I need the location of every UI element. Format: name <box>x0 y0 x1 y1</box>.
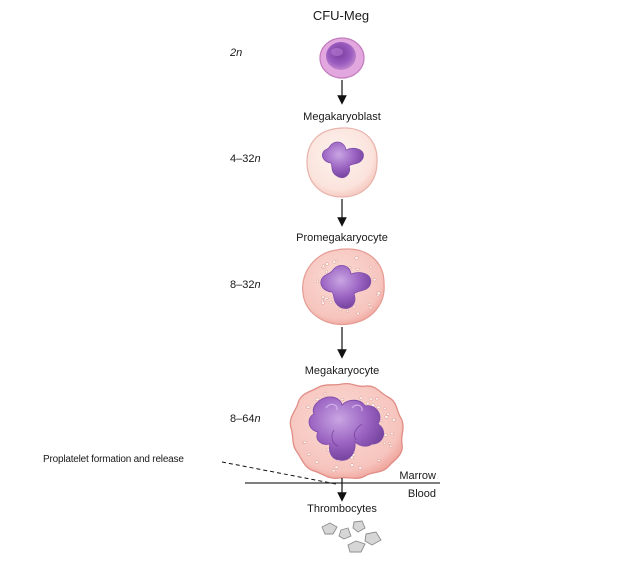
stage-name-thrombocytes: Thrombocytes <box>307 503 377 515</box>
granule <box>388 441 392 445</box>
granule <box>331 469 336 473</box>
granule <box>375 397 379 401</box>
granule <box>386 412 390 416</box>
promegakaryocyte-cell <box>302 248 385 326</box>
blood-label: Blood <box>408 488 436 500</box>
granule <box>324 296 329 300</box>
granule <box>383 433 388 437</box>
granule <box>334 465 339 469</box>
proplatelet-label: Proplatelet formation and release <box>43 454 184 465</box>
megakaryoblast-cell <box>306 127 378 198</box>
platelet <box>352 520 366 533</box>
ploidy-label-3: 8–32n <box>230 279 261 291</box>
platelet <box>364 531 382 546</box>
granule <box>365 401 370 406</box>
granule <box>306 405 311 409</box>
granule <box>376 405 381 410</box>
mature-megakaryocyte-cell <box>289 382 404 480</box>
granules <box>315 256 381 316</box>
granule <box>392 418 396 422</box>
marrow-label: Marrow <box>399 470 436 482</box>
granule <box>332 259 337 264</box>
granule <box>349 463 355 467</box>
granule <box>314 397 320 402</box>
granule <box>329 301 333 304</box>
granule <box>302 440 307 444</box>
granule <box>355 267 360 271</box>
granule <box>340 398 345 401</box>
granule <box>376 459 381 462</box>
granule <box>352 305 357 309</box>
stage-name-megakaryocyte: Megakaryocyte <box>305 365 380 377</box>
granule <box>383 407 387 410</box>
diagram-title: CFU-Meg <box>313 8 369 23</box>
platelet <box>338 527 352 540</box>
granule <box>321 264 326 268</box>
granule <box>368 397 374 401</box>
granule <box>323 392 327 396</box>
granule <box>325 262 330 266</box>
granule <box>315 279 320 283</box>
stage-name-megakaryoblast: Megakaryoblast <box>303 111 381 123</box>
thrombocytes <box>321 520 382 553</box>
proplatelet-leader-line <box>221 461 337 485</box>
granule <box>324 270 328 274</box>
granule <box>306 452 312 456</box>
granule <box>382 441 386 445</box>
ploidy-label-4: 8–64n <box>230 413 261 425</box>
granule <box>354 256 359 260</box>
stage-name-promegakaryocyte: Promegakaryocyte <box>296 232 388 244</box>
granule <box>359 396 364 400</box>
cfu-meg-cell <box>319 37 365 79</box>
granule <box>369 265 373 269</box>
granule <box>384 415 389 419</box>
granule <box>356 311 360 316</box>
granule <box>380 419 383 422</box>
granule <box>389 431 394 435</box>
platelet <box>347 540 366 553</box>
ploidy-label-1: 2n <box>229 47 242 59</box>
granule <box>377 291 381 296</box>
granule <box>389 444 393 448</box>
granule <box>372 278 377 282</box>
granule <box>338 308 342 312</box>
granule <box>367 302 372 306</box>
platelet <box>321 522 338 535</box>
granule <box>368 306 373 310</box>
granule <box>315 460 319 464</box>
granule <box>321 295 326 299</box>
granule <box>346 310 349 313</box>
granule <box>358 466 363 470</box>
ploidy-label-2: 4–32n <box>230 153 261 165</box>
granule <box>320 299 324 303</box>
